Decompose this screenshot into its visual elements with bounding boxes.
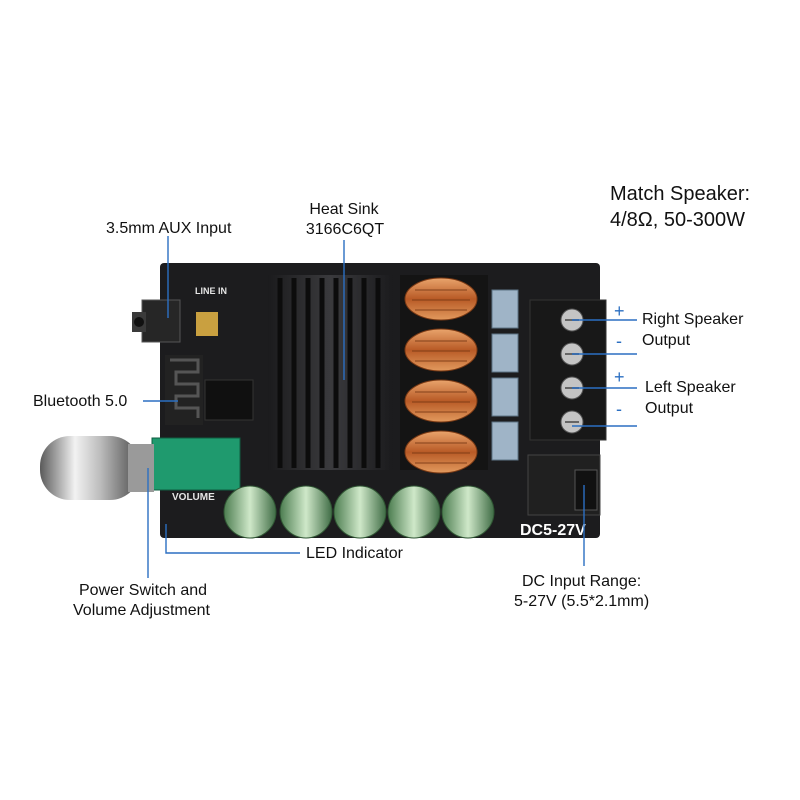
heat-sink-label-line1: Heat Sink [309, 201, 379, 218]
dc-range-print: DC5-27V [520, 522, 586, 539]
capacitor-3 [333, 485, 387, 539]
match-speaker-title-line1: Match Speaker: [610, 183, 751, 205]
coil-2 [404, 328, 478, 372]
volume-print: VOLUME [172, 492, 215, 503]
capacitor-4 [387, 485, 441, 539]
inductor-coils [400, 275, 488, 474]
power-volume-label-line1: Power Switch and [79, 582, 208, 599]
match-speaker-title-line2: 4/8Ω, 50-300W [610, 209, 746, 231]
dc-input-label-line2: 5-27V (5.5*2.1mm) [514, 593, 650, 610]
led-indicator-label: LED Indicator [306, 545, 403, 562]
bt-chip [204, 379, 254, 421]
power-volume-label-line2: Volume Adjustment [73, 602, 210, 619]
right-minus-sign: - [616, 331, 622, 351]
aux-jack [132, 299, 218, 343]
volume-knob [40, 436, 154, 500]
right-speaker-label-line2: Output [642, 332, 691, 349]
bluetooth-antenna [165, 355, 203, 425]
volume-potentiometer [151, 437, 241, 491]
right-plus-sign: + [614, 301, 625, 321]
callout-lines [143, 236, 637, 578]
electrolytic-capacitors [223, 485, 495, 539]
left-plus-sign: + [614, 367, 625, 387]
speaker-terminal-block [529, 299, 607, 441]
left-speaker-label-line2: Output [645, 400, 694, 417]
capacitor-2 [279, 485, 333, 539]
capacitor-5 [441, 485, 495, 539]
coil-1 [404, 277, 478, 321]
heat-sink-label-line2: 3166C6QT [305, 221, 385, 238]
line-in-print: LINE IN [195, 286, 227, 296]
coil-3 [404, 379, 478, 423]
dc-jack [527, 454, 601, 516]
capacitor-1 [223, 485, 277, 539]
left-minus-sign: - [616, 399, 622, 419]
bluetooth-label: Bluetooth 5.0 [33, 393, 128, 410]
callout-led [165, 524, 300, 554]
coil-4 [404, 430, 478, 474]
heat-sink [268, 275, 393, 470]
left-speaker-label-line1: Left Speaker [645, 379, 736, 396]
aux-input-label: 3.5mm AUX Input [106, 220, 232, 237]
film-capacitors [491, 289, 519, 461]
dc-input-label-line1: DC Input Range: [522, 573, 642, 590]
right-speaker-label-line1: Right Speaker [642, 311, 744, 328]
